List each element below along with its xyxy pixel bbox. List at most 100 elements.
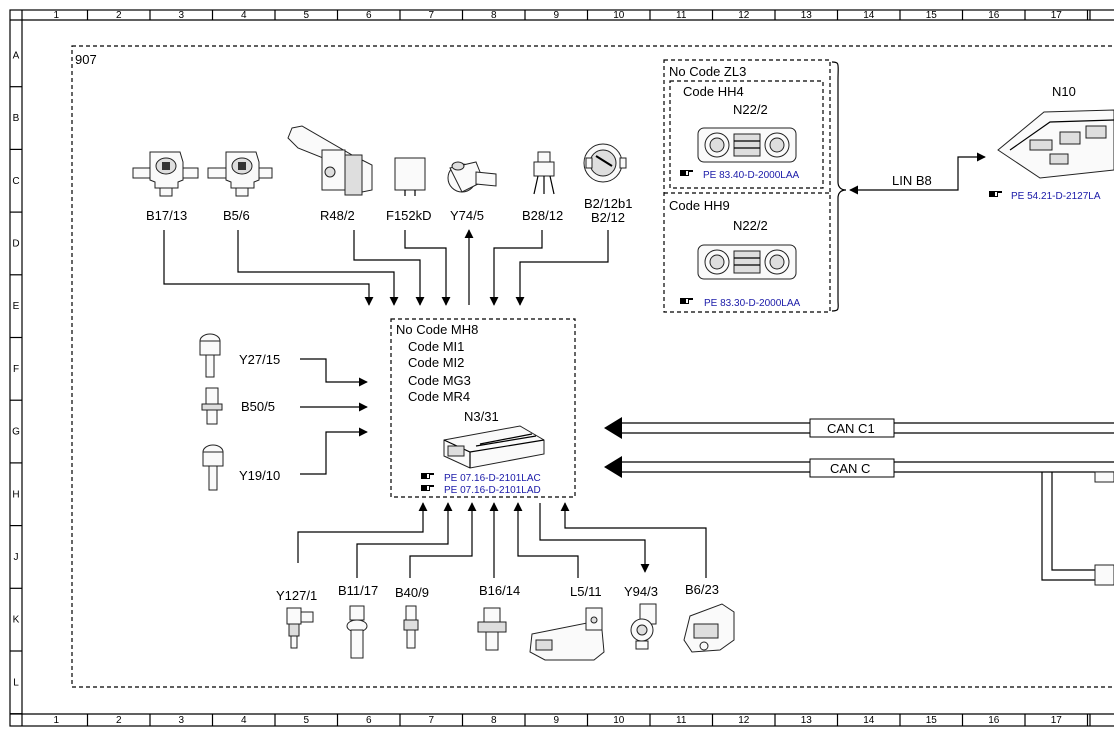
can-c1-bus — [604, 417, 1114, 439]
column-number: 1 — [53, 10, 59, 21]
column-number: 1 — [53, 715, 59, 726]
row-letter: J — [14, 552, 19, 563]
pointing-hand-icon — [989, 191, 1002, 197]
pointing-hand-icon — [680, 170, 693, 176]
ecu-code-mi2: Code MI2 — [408, 355, 464, 370]
column-number: 11 — [676, 10, 687, 21]
climate-hh4-name: N22/2 — [733, 102, 768, 117]
column-number: 11 — [676, 715, 687, 726]
column-number: 15 — [926, 10, 938, 21]
zone-907-boundary — [71, 45, 1114, 688]
climate-outer-box — [663, 59, 831, 313]
climate-outer-code: No Code ZL3 — [669, 64, 746, 79]
climate-hh9-ref[interactable]: PE 83.30-D-2000LAA — [704, 298, 801, 309]
climate-hh9-code: Code HH9 — [669, 198, 730, 213]
column-number: 5 — [303, 715, 309, 726]
bottom-wires — [297, 502, 707, 578]
n10-ref[interactable]: PE 54.21-D-2127LA — [1011, 191, 1101, 202]
column-number: 13 — [801, 715, 813, 726]
ecu-name: N3/31 — [464, 409, 499, 424]
component-drawing-b5-6 — [207, 151, 273, 197]
ecu-code-mr4: Code MR4 — [408, 389, 470, 404]
label-r48-2: R48/2 — [320, 208, 355, 223]
climate-hh4-code: Code HH4 — [683, 84, 744, 99]
column-number: 6 — [366, 10, 372, 21]
pointing-hand-icon — [421, 485, 434, 491]
component-drawing-b40-9 — [403, 605, 419, 649]
can-c1-label: CAN C1 — [827, 421, 875, 436]
label-y127-1: Y127/1 — [276, 588, 317, 603]
label-b11-17: B11/17 — [338, 583, 378, 598]
row-letter: K — [13, 615, 20, 626]
column-number: 14 — [863, 715, 875, 726]
ecu-n3-31-box — [390, 318, 576, 498]
ecu-ref-lac[interactable]: PE 07.16-D-2101LAC — [444, 473, 541, 484]
pointing-hand-icon — [421, 473, 434, 479]
component-drawing-y19-10 — [202, 444, 224, 491]
component-drawing-l5-11 — [529, 607, 605, 661]
top-wires — [163, 229, 609, 306]
column-number: 8 — [491, 10, 497, 21]
column-number: 17 — [1051, 10, 1063, 21]
row-letter: C — [12, 176, 19, 187]
climate-hh4-box — [669, 80, 824, 189]
n10-name: N10 — [1052, 84, 1076, 99]
row-letter: D — [12, 238, 19, 249]
label-b40-9: B40/9 — [395, 585, 429, 600]
component-drawing-y74-5 — [447, 161, 497, 193]
column-number: 3 — [178, 10, 184, 21]
column-number: 6 — [366, 715, 372, 726]
zone-label: 907 — [75, 52, 97, 67]
column-number: 8 — [491, 715, 497, 726]
climate-panel-hh9-drawing — [697, 244, 797, 280]
column-number: 13 — [801, 10, 813, 21]
component-drawing-b17-13 — [132, 151, 199, 197]
component-drawing-y127-1 — [286, 607, 314, 649]
row-letter: B — [13, 113, 20, 124]
pointing-hand-icon — [680, 298, 693, 304]
column-number: 2 — [116, 715, 122, 726]
component-drawing-b16-14 — [477, 607, 507, 651]
row-letter: H — [12, 489, 19, 500]
climate-hh9-name: N22/2 — [733, 218, 768, 233]
climate-hh4-ref[interactable]: PE 83.40-D-2000LAA — [703, 170, 800, 181]
label-l5-11: L5/11 — [570, 584, 602, 599]
row-letter: F — [13, 364, 19, 375]
column-number: 7 — [428, 10, 434, 21]
row-letter: G — [12, 427, 20, 438]
column-number: 7 — [428, 715, 434, 726]
column-number: 3 — [178, 715, 184, 726]
column-number: 9 — [553, 10, 559, 21]
component-drawing-b11-17 — [346, 605, 368, 659]
column-number: 16 — [988, 715, 1000, 726]
ecu-unit-drawing — [443, 425, 545, 469]
component-drawing-y94-3 — [630, 603, 657, 650]
row-letter: E — [13, 301, 20, 312]
label-b28-12: B28/12 — [522, 208, 563, 223]
column-number: 2 — [116, 10, 122, 21]
label-b6-23: B6/23 — [685, 582, 719, 597]
component-drawing-b28-12 — [533, 151, 555, 195]
component-drawing-r48-2 — [287, 125, 373, 196]
component-drawing-n10 — [997, 109, 1114, 179]
column-number: 14 — [863, 10, 875, 21]
ecu-code-mi1: Code MI1 — [408, 339, 464, 354]
column-number: 15 — [926, 715, 938, 726]
column-number: 17 — [1051, 715, 1063, 726]
ecu-ref-lad[interactable]: PE 07.16-D-2101LAD — [444, 485, 541, 496]
column-number: 10 — [613, 10, 625, 21]
lin-label: LIN B8 — [892, 173, 932, 188]
label-y74-5: Y74/5 — [450, 208, 484, 223]
column-number: 12 — [738, 10, 750, 21]
column-number: 16 — [988, 10, 1000, 21]
column-number: 12 — [738, 715, 750, 726]
row-letter: A — [13, 50, 20, 61]
label-b50-5: B50/5 — [241, 399, 275, 414]
label-y19-10: Y19/10 — [239, 468, 280, 483]
label-y27-15: Y27/15 — [239, 352, 280, 367]
